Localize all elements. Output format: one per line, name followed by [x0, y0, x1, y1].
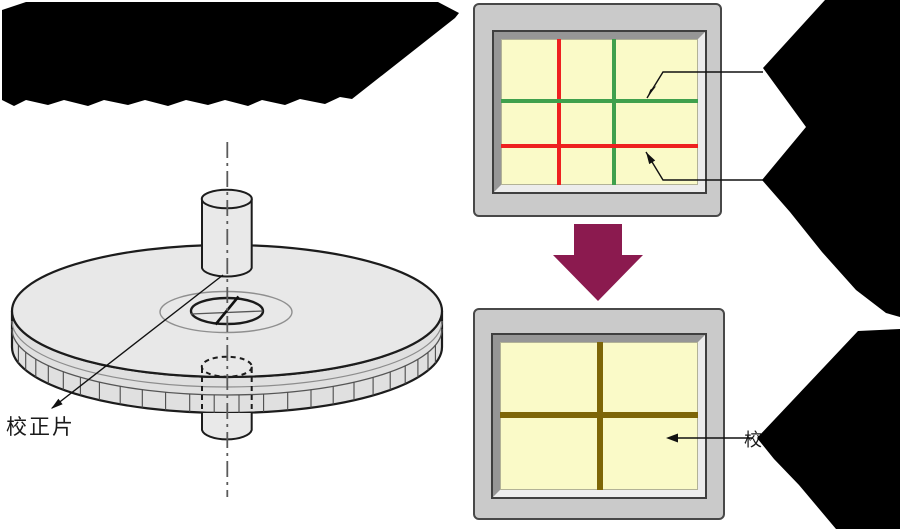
- disc-knurl-top-arc: [11, 328, 443, 396]
- red-vertical-line: [557, 39, 561, 185]
- olive-horizontal-line: [500, 412, 698, 418]
- monitor-before-screen: [501, 39, 698, 185]
- red-horizontal-line: [501, 144, 698, 148]
- down-arrow-icon: [553, 224, 643, 301]
- monitor-after: [473, 308, 725, 520]
- shaft-top-body: [201, 199, 253, 278]
- disc-rim-bevel-arc: [11, 320, 443, 388]
- calibration-slit: [214, 295, 240, 326]
- center-ring: [159, 290, 293, 334]
- shaft-bottom-hidden-cap: [200, 355, 253, 378]
- center-hole-diameter-line: [190, 310, 264, 315]
- calibration-disc-illustration: [10, 142, 444, 497]
- disc-label-leader-line: [51, 274, 224, 409]
- monitor-before: [473, 3, 722, 217]
- disc-top-face: [10, 243, 444, 379]
- monitor-before-frame: [492, 30, 707, 194]
- redacted-callout-label-top: [762, 0, 900, 317]
- center-hole: [189, 296, 265, 326]
- green-horizontal-line: [501, 99, 698, 103]
- monitor-after-screen: [500, 342, 698, 490]
- disc-label-arrowhead-icon: [51, 398, 63, 409]
- shaft-top-cap: [200, 188, 253, 210]
- green-vertical-line: [612, 39, 616, 185]
- monitor-after-frame: [491, 333, 707, 499]
- screen-after-label-fragment: 校: [744, 430, 762, 451]
- redacted-callout-label-bottom: [757, 329, 900, 529]
- disc-label: 校正片: [6, 415, 75, 439]
- knurl-ticks: [17, 345, 436, 413]
- redacted-title-block: [2, 2, 459, 106]
- disc-rim: [10, 310, 444, 415]
- shaft-bottom-body: [201, 413, 253, 441]
